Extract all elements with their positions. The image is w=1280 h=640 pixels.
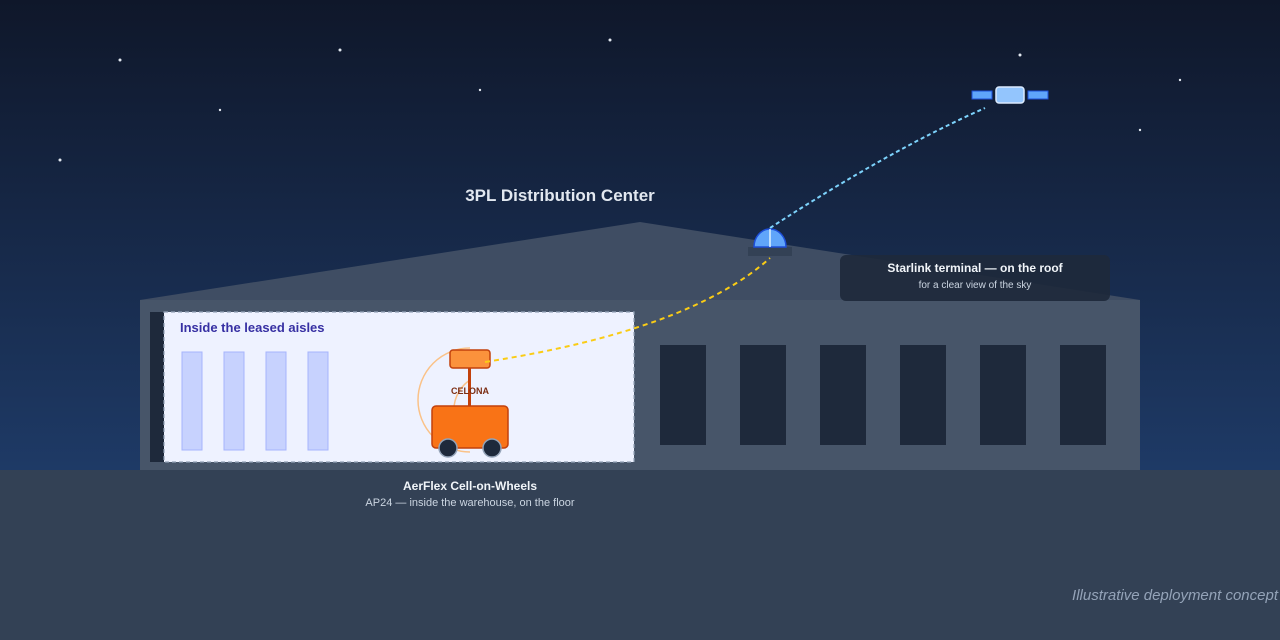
cow-cart-body xyxy=(431,405,509,449)
star xyxy=(1138,128,1142,132)
dock-door xyxy=(740,345,786,445)
cow-brand-label: CELONA xyxy=(451,386,490,396)
satellite-body xyxy=(995,86,1025,104)
leased-aisles-label: Inside the leased aisles xyxy=(180,320,325,335)
storage-rack xyxy=(265,351,287,451)
starlink-subtitle: for a clear view of the sky xyxy=(919,280,1032,291)
illustrative-note: Illustrative deployment concept xyxy=(1072,587,1279,604)
cow-wheel-right xyxy=(482,438,502,458)
storage-rack xyxy=(181,351,203,451)
satellite-panel-right xyxy=(1027,90,1049,100)
warehouse-left-edge xyxy=(150,312,164,462)
star xyxy=(218,108,222,112)
dish-mount xyxy=(748,247,792,256)
star xyxy=(1178,78,1182,82)
building-title: 3PL Distribution Center xyxy=(465,186,655,205)
satellite-icon xyxy=(971,86,1049,104)
dock-door xyxy=(1060,345,1106,445)
storage-rack xyxy=(307,351,329,451)
dock-door xyxy=(900,345,946,445)
star xyxy=(118,58,122,62)
cow-subtitle: AP24 — inside the warehouse, on the floo… xyxy=(365,497,574,509)
satellite-panel-left xyxy=(971,90,993,100)
dock-doors xyxy=(660,345,1106,445)
cow-wheel-left xyxy=(438,438,458,458)
ground xyxy=(0,470,1280,640)
cow-radio-head xyxy=(449,349,491,369)
stars xyxy=(58,38,1182,162)
star xyxy=(58,158,62,162)
starlink-callout xyxy=(840,255,1110,301)
dock-door xyxy=(660,345,706,445)
dock-door xyxy=(820,345,866,445)
starlink-to-satellite-link xyxy=(769,107,986,229)
starlink-title: Starlink terminal — on the roof xyxy=(887,261,1063,275)
storage-rack xyxy=(223,351,245,451)
cow-title: AerFlex Cell-on-Wheels xyxy=(403,479,537,493)
dock-door xyxy=(980,345,1026,445)
star xyxy=(478,88,482,92)
star xyxy=(608,38,612,42)
starlink-dish-icon xyxy=(748,228,792,256)
storage-aisles xyxy=(181,351,329,451)
cow-mast xyxy=(468,364,471,408)
star xyxy=(1018,53,1022,57)
star xyxy=(338,48,342,52)
cell-on-wheels: CELONA xyxy=(431,349,509,458)
